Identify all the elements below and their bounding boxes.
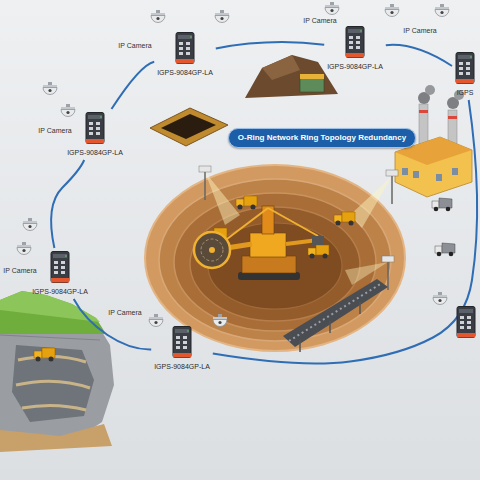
camera-label: IP Camera bbox=[303, 16, 336, 25]
camera-label: IP Camera bbox=[38, 126, 71, 135]
badge-text: O-Ring Network Ring Topology Redundancy bbox=[238, 133, 406, 143]
ring-link bbox=[386, 45, 452, 66]
ring-link bbox=[216, 42, 324, 48]
title-badge: O-Ring Network Ring Topology Redundancy bbox=[228, 128, 416, 148]
switch-node: IGPS-9084GP-LA bbox=[64, 109, 126, 160]
device-label: IGPS bbox=[455, 88, 475, 97]
ring-link bbox=[74, 299, 152, 349]
device-label: IGPS-9084GP-LA bbox=[154, 362, 210, 371]
switch-node: IGPS-9084GP-LA bbox=[154, 29, 216, 80]
device-label: IGPS-9084GP-LA bbox=[327, 62, 383, 71]
device-label: IGPS-9084GP-LA bbox=[157, 68, 213, 77]
camera-label: IP Camera bbox=[118, 41, 151, 50]
switch-icon bbox=[50, 251, 70, 283]
camera-label: IP Camera bbox=[403, 26, 436, 35]
switch-icon bbox=[175, 32, 195, 64]
switch-node: IGPS-9084GP-LA bbox=[29, 248, 91, 299]
ring-link bbox=[213, 100, 477, 364]
ring-link bbox=[51, 160, 84, 248]
switch-icon bbox=[85, 112, 105, 144]
switch-icon bbox=[172, 326, 192, 358]
camera-label: IP Camera bbox=[3, 266, 36, 275]
switch-node: IGPS-9084GP-LA bbox=[324, 23, 386, 74]
camera-label: IP Camera bbox=[108, 308, 141, 317]
device-label: IGPS-9084GP-LA bbox=[67, 148, 123, 157]
switch-icon bbox=[455, 52, 475, 84]
switch-icon bbox=[345, 26, 365, 58]
switch-node: IGPS bbox=[452, 49, 478, 100]
device-label: IGPS-9084GP-LA bbox=[32, 287, 88, 296]
ring-link bbox=[112, 62, 155, 109]
switch-node: IGPS-9084GP-LA bbox=[151, 323, 213, 374]
